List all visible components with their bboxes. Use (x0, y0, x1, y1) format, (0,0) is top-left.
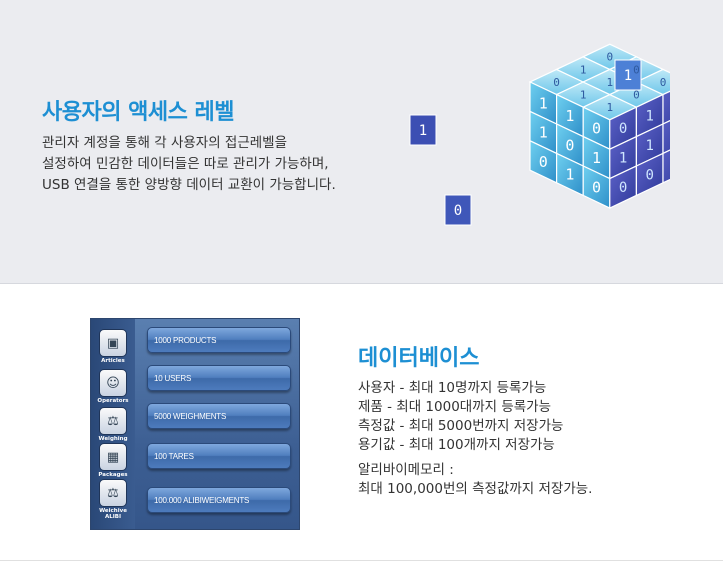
user-icon: ☺ (99, 369, 127, 397)
alibi-line: 최대 100,000번의 측정값까지 저장가능. (358, 481, 593, 497)
panel-sidebar: ▣ Articles ☺ Operators ⚖ Weighing ▦ Pack… (91, 319, 135, 529)
cube-digit: 0 (553, 76, 560, 89)
panel-bar-tares: 100 TARES (147, 443, 291, 469)
spec-line: 측정값 - 최대 5000번까지 저장가능 (358, 418, 564, 434)
access-level-title: 사용자의 액세스 레벨 (42, 100, 234, 125)
cube-digit: 1 (565, 166, 574, 184)
panel-sidebar-label: Weichive ALIBI (99, 508, 127, 520)
cube-digit: 0 (539, 153, 548, 171)
panel-sidebar-label: Packages (98, 472, 128, 478)
floating-cube (614, 59, 642, 91)
access-desc-line: 설정하여 민감한 데이터들은 따로 관리가 가능하며, (42, 156, 329, 172)
cube-digit: 1 (539, 94, 548, 112)
cube-digit: 1 (624, 68, 632, 84)
cube-digit: 1 (539, 124, 548, 142)
cube-digit: 1 (645, 138, 653, 154)
cube-digit: 0 (606, 51, 613, 64)
panel-sidebar-label: Operators (97, 398, 129, 404)
access-level-description: 관리자 계정을 통해 각 사용자의 접근레벨을 설정하여 민감한 데이터들은 따… (42, 133, 336, 196)
cube-digit: 1 (592, 149, 601, 167)
panel-sidebar-item: ▦ Packages (95, 443, 131, 478)
cube-digit: 1 (606, 101, 613, 114)
binary-cube-svg: 010110100110101010010110100110 (409, 43, 692, 226)
cube-digit: 0 (645, 167, 653, 183)
package-icon: ▦ (99, 443, 127, 471)
panel-bar-weighments: 5000 WEIGHMENTS (147, 403, 291, 429)
spec-line: 제품 - 최대 1000대까지 등록가능 (358, 399, 552, 415)
cube-digit: 0 (592, 178, 601, 196)
archive-scale-icon: ⚖ (99, 479, 127, 507)
cube-digit: 0 (565, 136, 574, 154)
panel-bar-alibi: 100.000 ALIBIWEIGMENTS (147, 487, 291, 513)
database-screen-illustration: ▣ Articles ☺ Operators ⚖ Weighing ▦ Pack… (90, 318, 300, 530)
cube-digit: 0 (592, 119, 601, 137)
access-level-section: 사용자의 액세스 레벨 관리자 계정을 통해 각 사용자의 접근레벨을 설정하여… (0, 0, 723, 284)
cube-digit: 0 (619, 180, 627, 196)
cube-digit: 0 (619, 121, 627, 137)
database-specs: 사용자 - 최대 10명까지 등록가능 제품 - 최대 1000대까지 등록가능… (358, 379, 592, 499)
cube-digit: 1 (580, 63, 587, 76)
scale-icon: ⚖ (99, 407, 127, 435)
panel-sidebar-label: Articles (101, 358, 125, 364)
cube-digit: 1 (419, 123, 427, 139)
cube-digit: 1 (645, 109, 653, 125)
cube-digit: 1 (580, 88, 587, 101)
section-divider (0, 560, 723, 561)
cube-digit: 1 (565, 107, 574, 125)
spec-line: 용기값 - 최대 100개까지 저장가능 (358, 437, 555, 453)
database-title: 데이터베이스 (358, 346, 480, 371)
box-icon: ▣ (99, 329, 127, 357)
panel-sidebar-label: Weighing (98, 436, 128, 442)
panel-sidebar-item: ⚖ Weighing (95, 407, 131, 442)
binary-cube-illustration: 010110100110101010010110100110 (400, 20, 692, 260)
floating-cube (444, 194, 472, 226)
access-desc-line: USB 연결을 통한 양방향 데이터 교환이 가능합니다. (42, 177, 336, 193)
access-desc-line: 관리자 계정을 통해 각 사용자의 접근레벨을 (42, 135, 288, 151)
cube-digit: 0 (633, 88, 640, 101)
panel-sidebar-item: ▣ Articles (95, 329, 131, 364)
panel-sidebar-item: ⚖ Weichive ALIBI (95, 479, 131, 520)
spec-line: 사용자 - 최대 10명까지 등록가능 (358, 380, 547, 396)
cube-digit: 0 (454, 203, 462, 219)
cube-digit: 1 (619, 151, 627, 167)
alibi-title: 알리바이메모리 : (358, 462, 454, 478)
panel-bar-users: 10 USERS (147, 365, 291, 391)
cube-digit: 1 (606, 76, 613, 89)
cube-digit: 0 (660, 76, 667, 89)
cube-digit: 0 (633, 63, 640, 76)
floating-cube (409, 114, 437, 146)
panel-bar-products: 1000 PRODUCTS (147, 327, 291, 353)
panel-sidebar-item: ☺ Operators (95, 369, 131, 404)
